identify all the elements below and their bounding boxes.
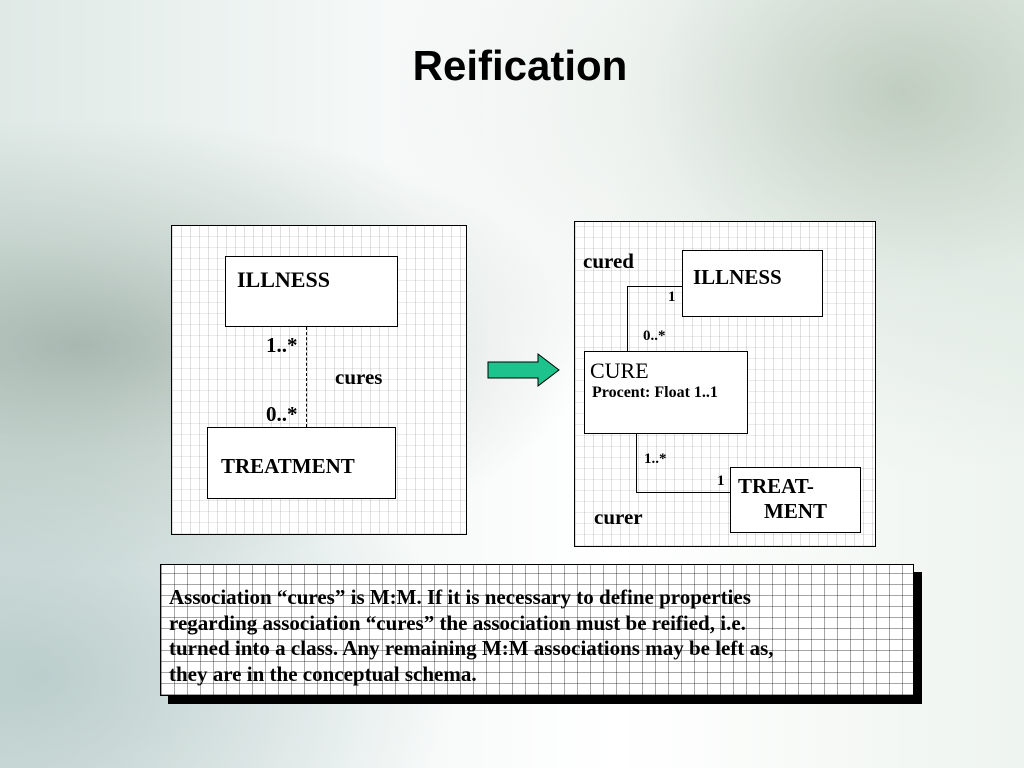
cures-association-label: cures	[335, 365, 383, 389]
explanation-note: Association “cures” is M:M. If it is nec…	[160, 564, 914, 696]
illness-class-box[interactable]: ILLNESS	[225, 256, 398, 327]
treatment-connector-vertical	[636, 434, 637, 492]
treatment-class-box-reified[interactable]: TREAT- MENT	[730, 467, 861, 533]
cure-class-label: CURE	[590, 358, 649, 383]
treatment-class-label: TREATMENT	[221, 454, 355, 478]
treatment-connector-horizontal	[636, 492, 730, 493]
treatment-class-label-line1: TREAT-	[738, 474, 814, 498]
cure-bottom-multiplicity-label: 1..*	[644, 451, 667, 467]
treatment-class-box[interactable]: TREATMENT	[207, 427, 396, 499]
treatment-multiplicity-label: 1	[717, 473, 725, 489]
note-line-3: turned into a class. Any remaining M:M a…	[169, 636, 774, 660]
note-line-4: they are in the conceptual schema.	[169, 661, 477, 686]
multiplicity-bottom-label: 0..*	[266, 402, 298, 426]
cure-top-multiplicity-label: 0..*	[643, 328, 666, 344]
illness-connector-horizontal	[627, 286, 682, 287]
right-arrow-icon	[487, 352, 560, 388]
illness-class-label-reified: ILLNESS	[693, 265, 782, 289]
curer-role-label: curer	[594, 505, 643, 529]
cure-class-box[interactable]: CURE Procent: Float 1..1	[584, 351, 748, 434]
cure-attribute-label: Procent: Float 1..1	[592, 384, 718, 401]
note-line-2: regarding association “cures” the associ…	[169, 610, 746, 635]
cured-role-label: cured	[583, 249, 634, 273]
illness-class-box-reified[interactable]: ILLNESS	[682, 250, 823, 317]
treatment-class-label-line2: MENT	[764, 499, 827, 523]
note-text: Association “cures” is M:M. If it is nec…	[169, 585, 909, 687]
note-line-1: Association “cures” is M:M. If it is nec…	[169, 585, 751, 609]
multiplicity-top-label: 1..*	[266, 333, 298, 357]
cures-association-line	[306, 327, 307, 427]
illness-multiplicity-label: 1	[668, 289, 676, 305]
slide-title: Reification	[412, 42, 628, 89]
illness-class-label: ILLNESS	[237, 267, 330, 292]
illness-connector-vertical	[627, 286, 628, 351]
